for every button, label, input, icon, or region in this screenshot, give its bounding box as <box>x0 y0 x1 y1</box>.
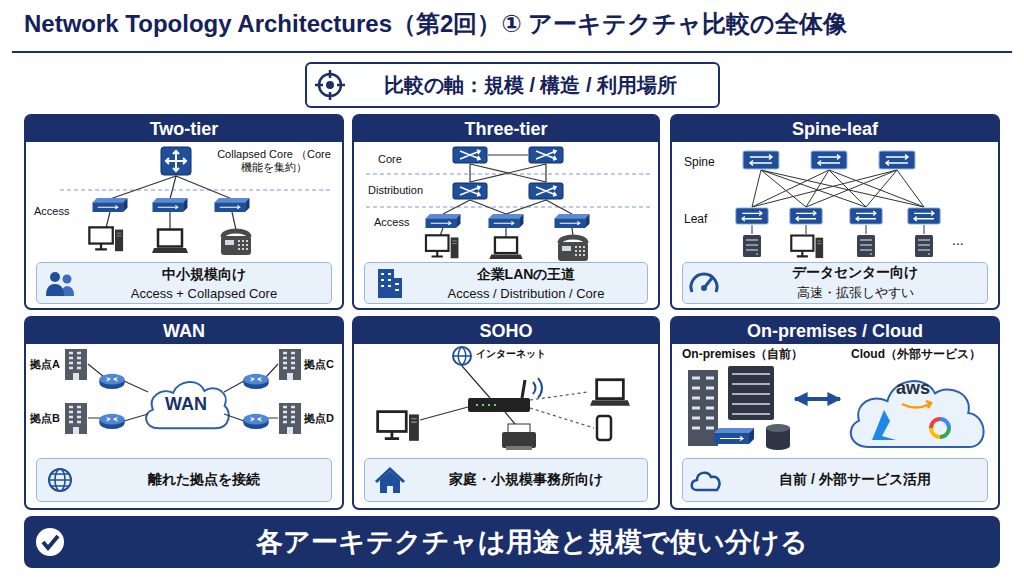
cloud-service: Cloud（外部サービス） aws <box>840 346 992 452</box>
topology-panel: SOHO 家庭・小規模事務所向け <box>352 316 660 510</box>
node-heading: WAN <box>26 318 342 344</box>
axis-box: 比較の軸：規模 / 構造 / 利用場所 <box>305 62 720 108</box>
node-heading: Three-tier <box>354 116 658 142</box>
layer-label: インターネット <box>476 348 576 360</box>
node-body: aws <box>896 378 930 399</box>
summary-box: 企業LANの王道 Access / Distribution / Core <box>364 262 648 304</box>
node-heading: データセンター向け <box>792 264 918 282</box>
layer-label: Collapsed Core （Core機能を集約） <box>214 148 334 174</box>
layer-label: 拠点D <box>304 412 340 425</box>
node-heading: 離れた拠点を接続 <box>148 471 260 489</box>
topology-panel: On-premises / CloudOn-premises（自前） Cloud（… <box>670 316 1000 510</box>
summary-box: データセンター向け高速・拡張しやすい <box>682 262 988 304</box>
layer-label: Access <box>374 216 424 229</box>
node-heading: 企業LANの王道 <box>477 266 576 284</box>
node-heading: 自前 / 外部サービス活用 <box>779 471 931 489</box>
layer-label: Leaf <box>684 212 734 226</box>
node-heading: 比較の軸：規模 / 構造 / 利用場所 <box>384 72 677 99</box>
node-body: Access / Distribution / Core <box>448 286 605 301</box>
layer-label: 拠点B <box>30 412 66 425</box>
conclusion-banner: 各アーキテクチャは用途と規模で使い分ける <box>24 516 1000 568</box>
cloud-outline <box>840 364 992 452</box>
wan-cloud: WAN <box>140 376 232 432</box>
node-heading: 各アーキテクチャは用途と規模で使い分ける <box>256 524 808 560</box>
topology-panel: Two-tier 中小規模向け Access + Collapsed Core <box>24 114 344 310</box>
layer-label: 拠点A <box>30 358 66 371</box>
cloud-shape <box>146 382 229 428</box>
summary-box: 中小規模向け Access + Collapsed Core <box>36 262 332 304</box>
layer-label: 拠点C <box>304 358 340 371</box>
layer-label: Spine <box>684 155 734 169</box>
layer-label: Core <box>378 153 428 166</box>
topology-panel: WAN WAN 離れた拠点を接続 <box>24 316 344 510</box>
node-body: 高速・拡張しやすい <box>797 284 914 302</box>
topology-panel: Three-tier 企業LANの王道 Access / Distribution … <box>352 114 660 310</box>
title-rule <box>12 51 1012 53</box>
topology-panel: Spine-leaf データセンター向け高速・拡張しやすい <box>670 114 1000 310</box>
summary-box: 家庭・小規模事務所向け <box>364 458 648 502</box>
layer-label: Access <box>34 205 94 218</box>
onprem-group: On-premises（自前） <box>682 346 795 452</box>
node-heading: SOHO <box>354 318 658 344</box>
node-heading: Two-tier <box>26 116 342 142</box>
node-heading: Spine-leaf <box>672 116 998 142</box>
node-body: Access + Collapsed Core <box>131 286 277 301</box>
summary-box: 自前 / 外部サービス活用 <box>682 458 988 502</box>
summary-box: 離れた拠点を接続 <box>36 458 332 502</box>
layer-label: ... <box>952 232 982 249</box>
page-title: Network Topology Architectures（第2回）① アーキ… <box>24 9 1014 39</box>
node-heading: On-premises / Cloud <box>672 318 998 344</box>
node-heading: WAN <box>165 394 207 415</box>
node-heading: Cloud（外部サービス） <box>840 346 992 363</box>
node-heading: 家庭・小規模事務所向け <box>449 471 603 489</box>
node-heading: 中小規模向け <box>162 266 246 284</box>
node-heading: On-premises（自前） <box>682 346 795 363</box>
layer-label: Distribution <box>368 184 452 197</box>
